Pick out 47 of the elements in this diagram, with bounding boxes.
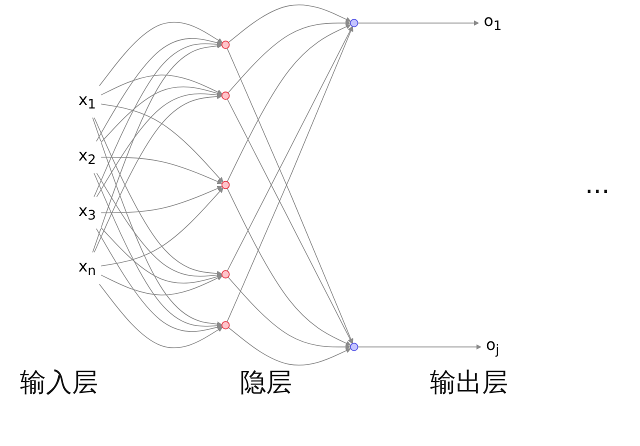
arrow: [94, 42, 222, 198]
node-text: x$_{3}$: [78, 202, 96, 224]
arrow: [228, 4, 351, 43]
arrow: [357, 344, 482, 350]
arrow: [226, 188, 351, 346]
node-circle: [221, 92, 230, 100]
arrow: [92, 117, 222, 327]
arrow: [94, 117, 222, 276]
arrow: [92, 43, 222, 253]
node-circle: [221, 40, 230, 49]
arrow: [100, 86, 222, 143]
arrow: [100, 227, 222, 284]
node-circle: [221, 180, 230, 190]
arrow: [96, 38, 222, 142]
node-circle: [350, 342, 358, 352]
node-text: x$_{1}$: [78, 90, 96, 112]
layer-label: 输出层: [430, 367, 508, 400]
node-text: o$_{j}$: [486, 336, 500, 358]
arrow: [100, 74, 222, 96]
arrow: [96, 228, 222, 332]
layer-label: 输入层: [20, 367, 98, 400]
arrow: [96, 172, 222, 278]
arrow: [96, 92, 222, 198]
arrow: [100, 188, 224, 266]
layer-label: 隐层: [240, 367, 292, 400]
ellipsis: ...: [585, 170, 610, 200]
arrow: [98, 22, 223, 86]
arrow: [100, 274, 222, 296]
node-circle: [350, 18, 358, 28]
arrow: [228, 276, 351, 350]
arrow: [98, 284, 223, 348]
arrow: [228, 327, 351, 366]
node-circle: [221, 321, 230, 330]
node-circle: [221, 270, 230, 278]
node-text: x$_{2}$: [78, 146, 96, 168]
node-text: x$_{n}$: [78, 257, 96, 279]
arrow: [357, 20, 480, 26]
arrow: [100, 104, 224, 182]
arrow: [100, 186, 222, 214]
arrow: [226, 26, 353, 272]
arrow: [228, 20, 351, 94]
arrow: [100, 156, 222, 184]
arrow: [226, 24, 351, 182]
arrow: [94, 172, 222, 328]
arrow: [94, 94, 222, 253]
node-text: o$_{1}$: [484, 12, 502, 34]
arrow: [226, 98, 353, 344]
